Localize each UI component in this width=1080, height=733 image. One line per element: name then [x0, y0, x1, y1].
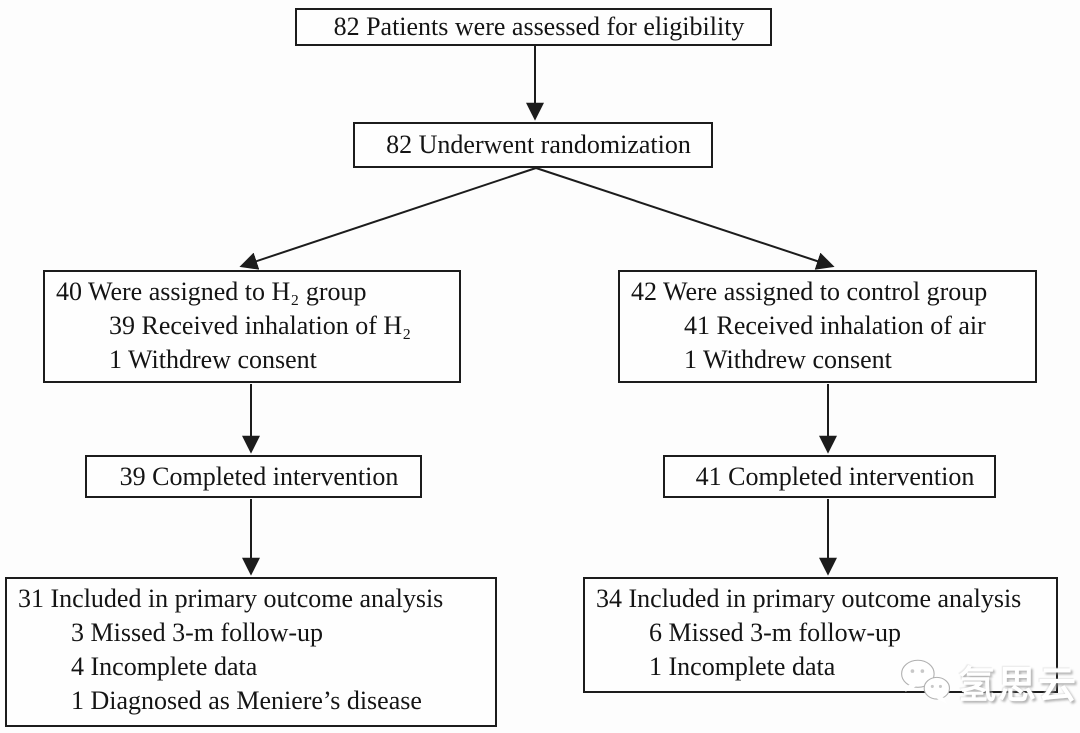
- box-randomization: 82 Underwent randomization: [353, 122, 713, 168]
- box-control-analysis: 34 Included in primary outcome analysis …: [583, 577, 1058, 693]
- box-control-completed: 41 Completed intervention: [663, 455, 996, 498]
- box-randomization-text: 82 Underwent randomization: [386, 130, 691, 159]
- box-h2-assigned-line: 1 Withdrew consent: [109, 345, 317, 374]
- box-h2-analysis-line: 3 Missed 3-m follow-up: [71, 618, 324, 647]
- box-h2-completed-text: 39 Completed intervention: [119, 461, 399, 491]
- box-h2-completed: 39 Completed intervention: [85, 455, 422, 498]
- box-control-assigned-line: 42 Were assigned to control group: [631, 277, 988, 306]
- box-h2-analysis-line: 1 Diagnosed as Meniere’s disease: [71, 686, 422, 715]
- box-h2-analysis-line: 31 Included in primary outcome analysis: [18, 584, 444, 613]
- box-eligibility-text: 82 Patients were assessed for eligibilit…: [333, 12, 745, 41]
- box-h2-assigned-line: 40 Were assigned to H₂ group: [56, 277, 367, 306]
- box-control-assigned: 42 Were assigned to control group 41 Rec…: [618, 270, 1037, 383]
- arrow-randomization-to-control-group: [535, 167, 835, 270]
- box-h2-assigned-line: 39 Received inhalation of H₂: [109, 311, 412, 340]
- box-control-analysis-line: 34 Included in primary outcome analysis: [596, 584, 1022, 613]
- box-h2-assigned: 40 Were assigned to H₂ group 39 Received…: [43, 270, 461, 383]
- box-control-completed-text: 41 Completed intervention: [695, 461, 975, 491]
- box-control-assigned-line: 1 Withdrew consent: [684, 345, 892, 374]
- arrow-randomization-to-h2-group: [239, 167, 537, 270]
- box-control-analysis-line: 1 Incomplete data: [649, 652, 836, 681]
- box-control-analysis-line: 6 Missed 3-m follow-up: [649, 618, 902, 647]
- box-eligibility: 82 Patients were assessed for eligibilit…: [295, 8, 772, 46]
- box-h2-analysis-line: 4 Incomplete data: [71, 652, 258, 681]
- box-control-assigned-line: 41 Received inhalation of air: [684, 311, 986, 340]
- box-h2-analysis: 31 Included in primary outcome analysis …: [5, 577, 497, 727]
